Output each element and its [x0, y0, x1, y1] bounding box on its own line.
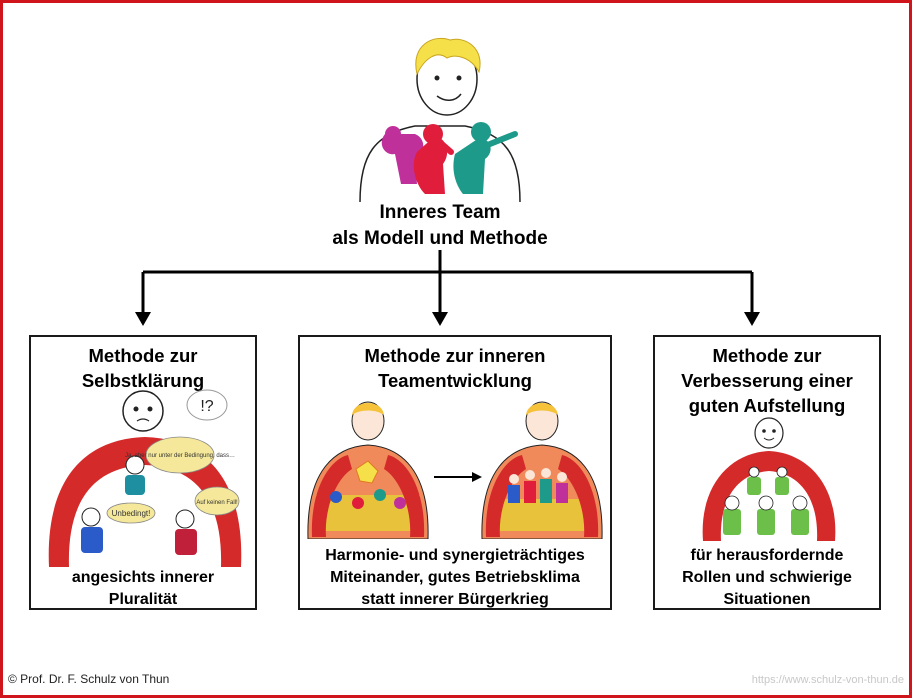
box-3-footer-line-2: Rollen und schwierige [682, 569, 852, 586]
box-self-clarification: Methode zur Selbstklärung !? Ja, aber nu… [29, 335, 257, 610]
box-1-footer-line-2: Pluralität [108, 591, 178, 608]
chaotic-team-figure [307, 401, 429, 539]
good-positioning-illustration [702, 417, 836, 541]
copyright-notice: © Prof. Dr. F. Schulz von Thun [8, 672, 170, 686]
main-title: Inneres Team als Modell und Methode [290, 200, 590, 252]
inner-team-illustration [359, 37, 521, 203]
box-team-development: Methode zur inneren Teamentwicklung [298, 335, 612, 610]
box-1-footer: angesichts innerer Pluralität [31, 567, 255, 611]
box-3-heading-line-3: guten Aufstellung [688, 395, 846, 416]
box-3-heading-line-1: Methode zur [712, 345, 822, 366]
box-2-heading: Methode zur inneren Teamentwicklung [300, 343, 610, 393]
box-1-footer-line-1: angesichts innerer [71, 569, 215, 586]
box-3-heading-line-2: Verbesserung einer [681, 370, 853, 391]
box-2-heading-line-2: Teamentwicklung [378, 370, 532, 391]
box-3-footer-line-3: Situationen [723, 591, 811, 608]
box-1-heading-line-1: Methode zur [88, 345, 198, 366]
box-1-heading: Methode zur Selbstklärung [31, 343, 255, 393]
arrow-left [135, 312, 151, 326]
box-2-footer: Harmonie- und synergieträchtiges Miteina… [300, 545, 610, 611]
bubble-1-text: Ja, aber nur unter der Bedingung, dass… [125, 453, 235, 459]
box-2-footer-line-1: Harmonie- und synergieträchtiges [325, 547, 585, 564]
self-clarification-illustration: !? Ja, aber nur unter der Bedingung, das… [48, 389, 242, 567]
box-2-heading-line-1: Methode zur inneren [364, 345, 546, 366]
watermark: https://www.schulz-von-thun.de [751, 674, 904, 686]
arrow-center [432, 312, 448, 326]
box-3-footer: für herausfordernde Rollen und schwierig… [655, 545, 879, 611]
title-line-2: als Modell und Methode [332, 228, 548, 249]
box-3-footer-line-1: für herausfordernde [690, 547, 844, 564]
box-2-footer-line-2: Miteinander, gutes Betriebsklima [330, 569, 580, 586]
box-2-footer-line-3: statt innerer Bürgerkrieg [361, 591, 549, 608]
bubble-top-text: !? [200, 398, 213, 415]
title-line-1: Inneres Team [379, 202, 501, 223]
team-development-illustration [307, 401, 603, 539]
bubble-3-text: Auf keinen Fall! [196, 500, 238, 506]
box-good-positioning: Methode zur Verbesserung einer guten Auf… [653, 335, 881, 610]
arrow-right [744, 312, 760, 326]
box-1-heading-line-2: Selbstklärung [81, 370, 205, 391]
bubble-2-text: Unbedingt! [112, 509, 151, 518]
harmonious-team-figure [481, 401, 603, 539]
box-3-heading: Methode zur Verbesserung einer guten Auf… [655, 343, 879, 418]
